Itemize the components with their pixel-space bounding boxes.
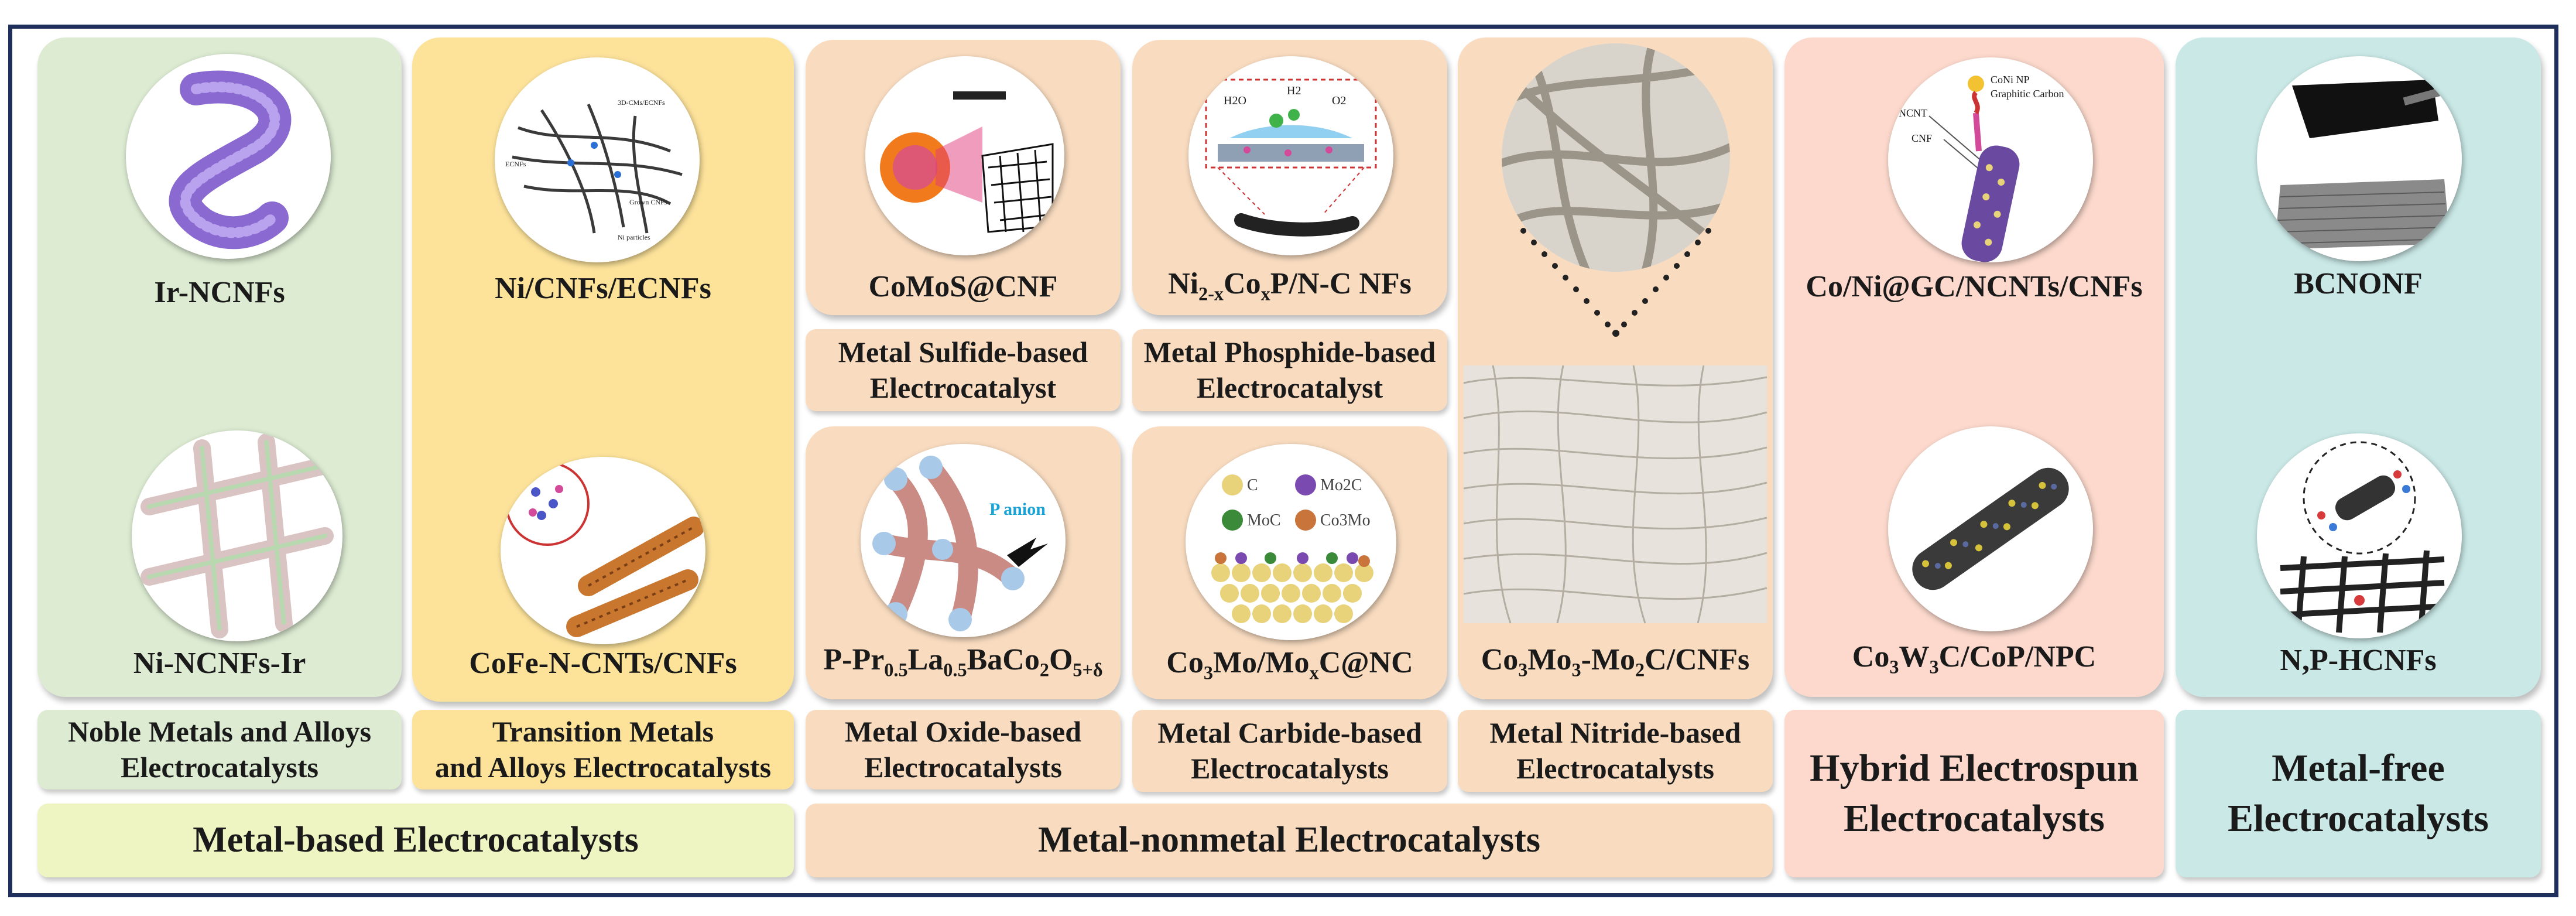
hybrid-fiber-rod-icon (1888, 426, 2093, 631)
legend-mo2c: Mo2C (1320, 476, 1362, 494)
carbide-caption-s1: 3 (1203, 662, 1213, 683)
cofe-n-cnts-cnfs-caption: CoFe-N-CNTs/CNFs (469, 647, 737, 680)
hybrid-caption-c: C/CoP/NPC (1938, 640, 2097, 674)
hybrid-caption-a: Co (1852, 640, 1890, 674)
carbide-caption-a: Co (1166, 646, 1204, 679)
ir-ncnfs-caption: Ir-NCNFs (154, 276, 285, 309)
legend-co3mo: Co3Mo (1320, 511, 1371, 529)
ni-ncnfs-ir-caption: Ni-NCNFs-Ir (133, 647, 306, 680)
annotation-grown-cnfs: Grown CNFs (629, 198, 667, 206)
oxide-caption-c: BaCo (967, 643, 1040, 676)
legend-c: C (1247, 476, 1258, 494)
nitride-caption-s2: 3 (1571, 659, 1581, 681)
oxide-caption-s3: 2 (1039, 659, 1049, 681)
hybrid-top-caption: Co/Ni@GC/NCNTs/CNFs (1806, 270, 2143, 303)
phosphide-caption-sub1: 2-x (1198, 283, 1224, 305)
bcnonf-sheet-icon (2257, 56, 2462, 261)
comos-cnf-caption: CoMoS@CNF (868, 270, 1058, 303)
coni-nanotube-fiber-icon: CoNi NP Graphitic Carbon NCNT CNF (1888, 57, 2093, 262)
annotation-ni-particles: Ni particles (618, 233, 650, 241)
annotation-o2: O2 (1332, 94, 1347, 107)
comos-cnf-icon (865, 56, 1064, 255)
annotation-graphitic-carbon: Graphitic Carbon (1991, 88, 2064, 100)
p-anion-annotation: P anion (989, 500, 1046, 519)
carbide-caption-b: Mo/Mo (1212, 646, 1310, 679)
hybrid-caption-s2: 3 (1929, 656, 1939, 678)
oxide-caption-s2: 0.5 (943, 659, 967, 681)
carbide-caption-c: C@NC (1318, 646, 1413, 679)
hybrid-bottom-caption: Co3W3C/CoP/NPC (1784, 640, 2164, 678)
annotation-coni-np: CoNi NP (1991, 74, 2030, 86)
phosphide-caption: Ni2-xCoxP/N-C NFs (1132, 266, 1447, 305)
phosphide-caption-end: P/N-C NFs (1270, 267, 1412, 300)
carbide-caption: Co3Mo/MoxC@NC (1132, 645, 1447, 683)
metal-free-label: Metal-free Electrocatalysts (2176, 710, 2541, 877)
oxide-caption-s4: 5+δ (1073, 659, 1103, 681)
transition-label-line1: Transition Metals (492, 715, 714, 748)
np-hcnf-mesh-icon (2257, 433, 2462, 638)
annotation-h2o: H2O (1224, 94, 1246, 107)
hybrid-label: Hybrid Electrospun Electrocatalysts (1784, 710, 2164, 877)
oxide-caption-d: O (1049, 643, 1073, 676)
carbide-caption-s2: x (1309, 662, 1319, 683)
annotation-cnf: CNF (1912, 132, 1933, 144)
phosphide-caption-mid: Co (1224, 267, 1261, 300)
phosphide-caption-main: Ni (1168, 267, 1199, 300)
oxide-caption: P-Pr0.5La0.5BaCo2O5+δ (806, 642, 1121, 681)
oxide-caption-a: P-Pr (823, 643, 885, 676)
oxide-caption-s1: 0.5 (884, 659, 908, 681)
carbide-label: Metal Carbide-based Electrocatalysts (1132, 710, 1447, 792)
nitride-caption-a: Co (1481, 643, 1519, 676)
carbide-lattice-icon: C Mo2C MoC Co3Mo (1186, 444, 1396, 640)
oxide-caption-b: La (907, 643, 944, 676)
cofe-nanotube-fiber-icon (501, 457, 705, 644)
nitride-caption-d: C/CNFs (1645, 643, 1750, 676)
annotation-ecnfs: ECNFs (505, 160, 526, 168)
nitride-caption-s3: 2 (1635, 659, 1645, 681)
diagram-frame (8, 25, 2558, 897)
ni-cnfs-ecnfs-caption: Ni/CNFs/ECNFs (495, 272, 711, 305)
phosphide-caption-sub2: x (1260, 283, 1270, 305)
oxide-particle-fiber-icon: P anion (861, 444, 1066, 637)
purple-nanofiber-icon (126, 54, 331, 259)
oxide-label: Metal Oxide-based Electrocatalysts (806, 710, 1121, 789)
phosphide-label: Metal Phosphide-based Electrocatalyst (1132, 329, 1447, 411)
np-hcnfs-caption: N,P-HCNFs (2280, 644, 2437, 677)
annotation-h2: H2 (1287, 84, 1301, 97)
nitride-label: Metal Nitride-based Electrocatalysts (1458, 710, 1773, 792)
legend-moc: MoC (1247, 511, 1281, 529)
hybrid-caption-s1: 3 (1889, 656, 1899, 678)
nitride-caption: Co3Mo3-Mo2C/CNFs (1458, 642, 1773, 681)
nitride-caption-b: Mo (1527, 643, 1572, 676)
ni-cnf-network-icon: 3D-CMs/ECNFs ECNFs Grown CNFs Ni particl… (495, 57, 700, 262)
nitride-caption-c: -Mo (1581, 643, 1636, 676)
phosphide-water-splitting-icon: H2O H2 O2 (1188, 56, 1393, 255)
crossed-nanofiber-mesh-icon (132, 430, 342, 641)
annotation-ncnt: NCNT (1899, 107, 1927, 119)
bcnonf-caption: BCNONF (2294, 267, 2423, 300)
nanofiber-mat-icon (1458, 37, 1773, 635)
hybrid-caption-b: W (1899, 640, 1930, 674)
metal-nonmetal-category: Metal-nonmetal Electrocatalysts (806, 804, 1773, 877)
sulfide-label: Metal Sulfide-based Electrocatalyst (806, 329, 1121, 411)
nitride-caption-s1: 3 (1518, 659, 1528, 681)
annotation-3d-cms: 3D-CMs/ECNFs (618, 98, 665, 107)
transition-metals-label: Transition Metals and Alloys Electrocata… (412, 710, 794, 789)
noble-metals-label: Noble Metals and Alloys Electrocatalysts (37, 710, 402, 789)
metal-based-category: Metal-based Electrocatalysts (37, 804, 794, 877)
transition-label-line2: and Alloys Electrocatalysts (434, 751, 772, 784)
